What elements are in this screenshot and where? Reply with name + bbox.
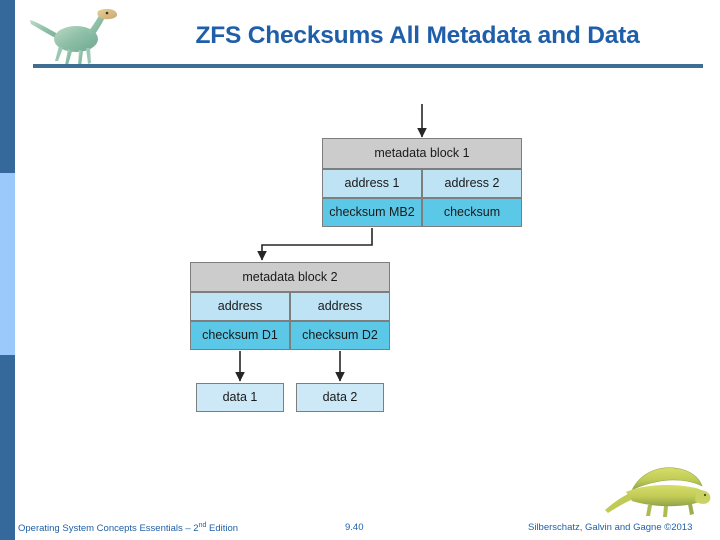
dimetrodon-icon bbox=[605, 467, 711, 517]
metadata-block-1-header: metadata block 1 bbox=[322, 138, 522, 169]
elbow-arrow-mb2-to-block-2 bbox=[257, 228, 373, 261]
metadata-block-1-checksum-1: checksum MB2 bbox=[322, 198, 422, 227]
footer-edition-ordinal: nd bbox=[198, 522, 207, 529]
footer-edition-tail: Edition bbox=[206, 523, 239, 535]
data-block-2: data 2 bbox=[296, 383, 384, 412]
footer-left: Operating System Concepts Essentials – 2… bbox=[18, 522, 238, 534]
footer-edition-dash: – 2 bbox=[182, 523, 199, 535]
left-accent-bar-bottom bbox=[0, 355, 15, 540]
page-number: 9.40 bbox=[345, 522, 364, 533]
metadata-block-2-header: metadata block 2 bbox=[190, 262, 390, 292]
metadata-block-1-address-2: address 2 bbox=[422, 169, 522, 198]
dinosaur-logo-icon bbox=[30, 8, 118, 66]
title-divider-rule bbox=[33, 64, 703, 68]
left-accent-bar-top bbox=[0, 0, 15, 173]
footer-copyright: Silberschatz, Galvin and Gagne ©2013 bbox=[528, 522, 693, 533]
footer-edition-main: Operating System Concepts Essentials bbox=[18, 523, 183, 535]
metadata-block-2-checksum-2: checksum D2 bbox=[290, 321, 390, 350]
page-title: ZFS Checksums All Metadata and Data bbox=[195, 22, 640, 49]
metadata-block-2-checksum-1: checksum D1 bbox=[190, 321, 290, 350]
metadata-block-1-address-1: address 1 bbox=[322, 169, 422, 198]
left-accent-bar-middle bbox=[0, 173, 15, 355]
data-block-1: data 1 bbox=[196, 383, 284, 412]
metadata-block-2-address-2: address bbox=[290, 292, 390, 321]
metadata-block-1-checksum-2: checksum bbox=[422, 198, 522, 227]
metadata-block-2-address-1: address bbox=[190, 292, 290, 321]
